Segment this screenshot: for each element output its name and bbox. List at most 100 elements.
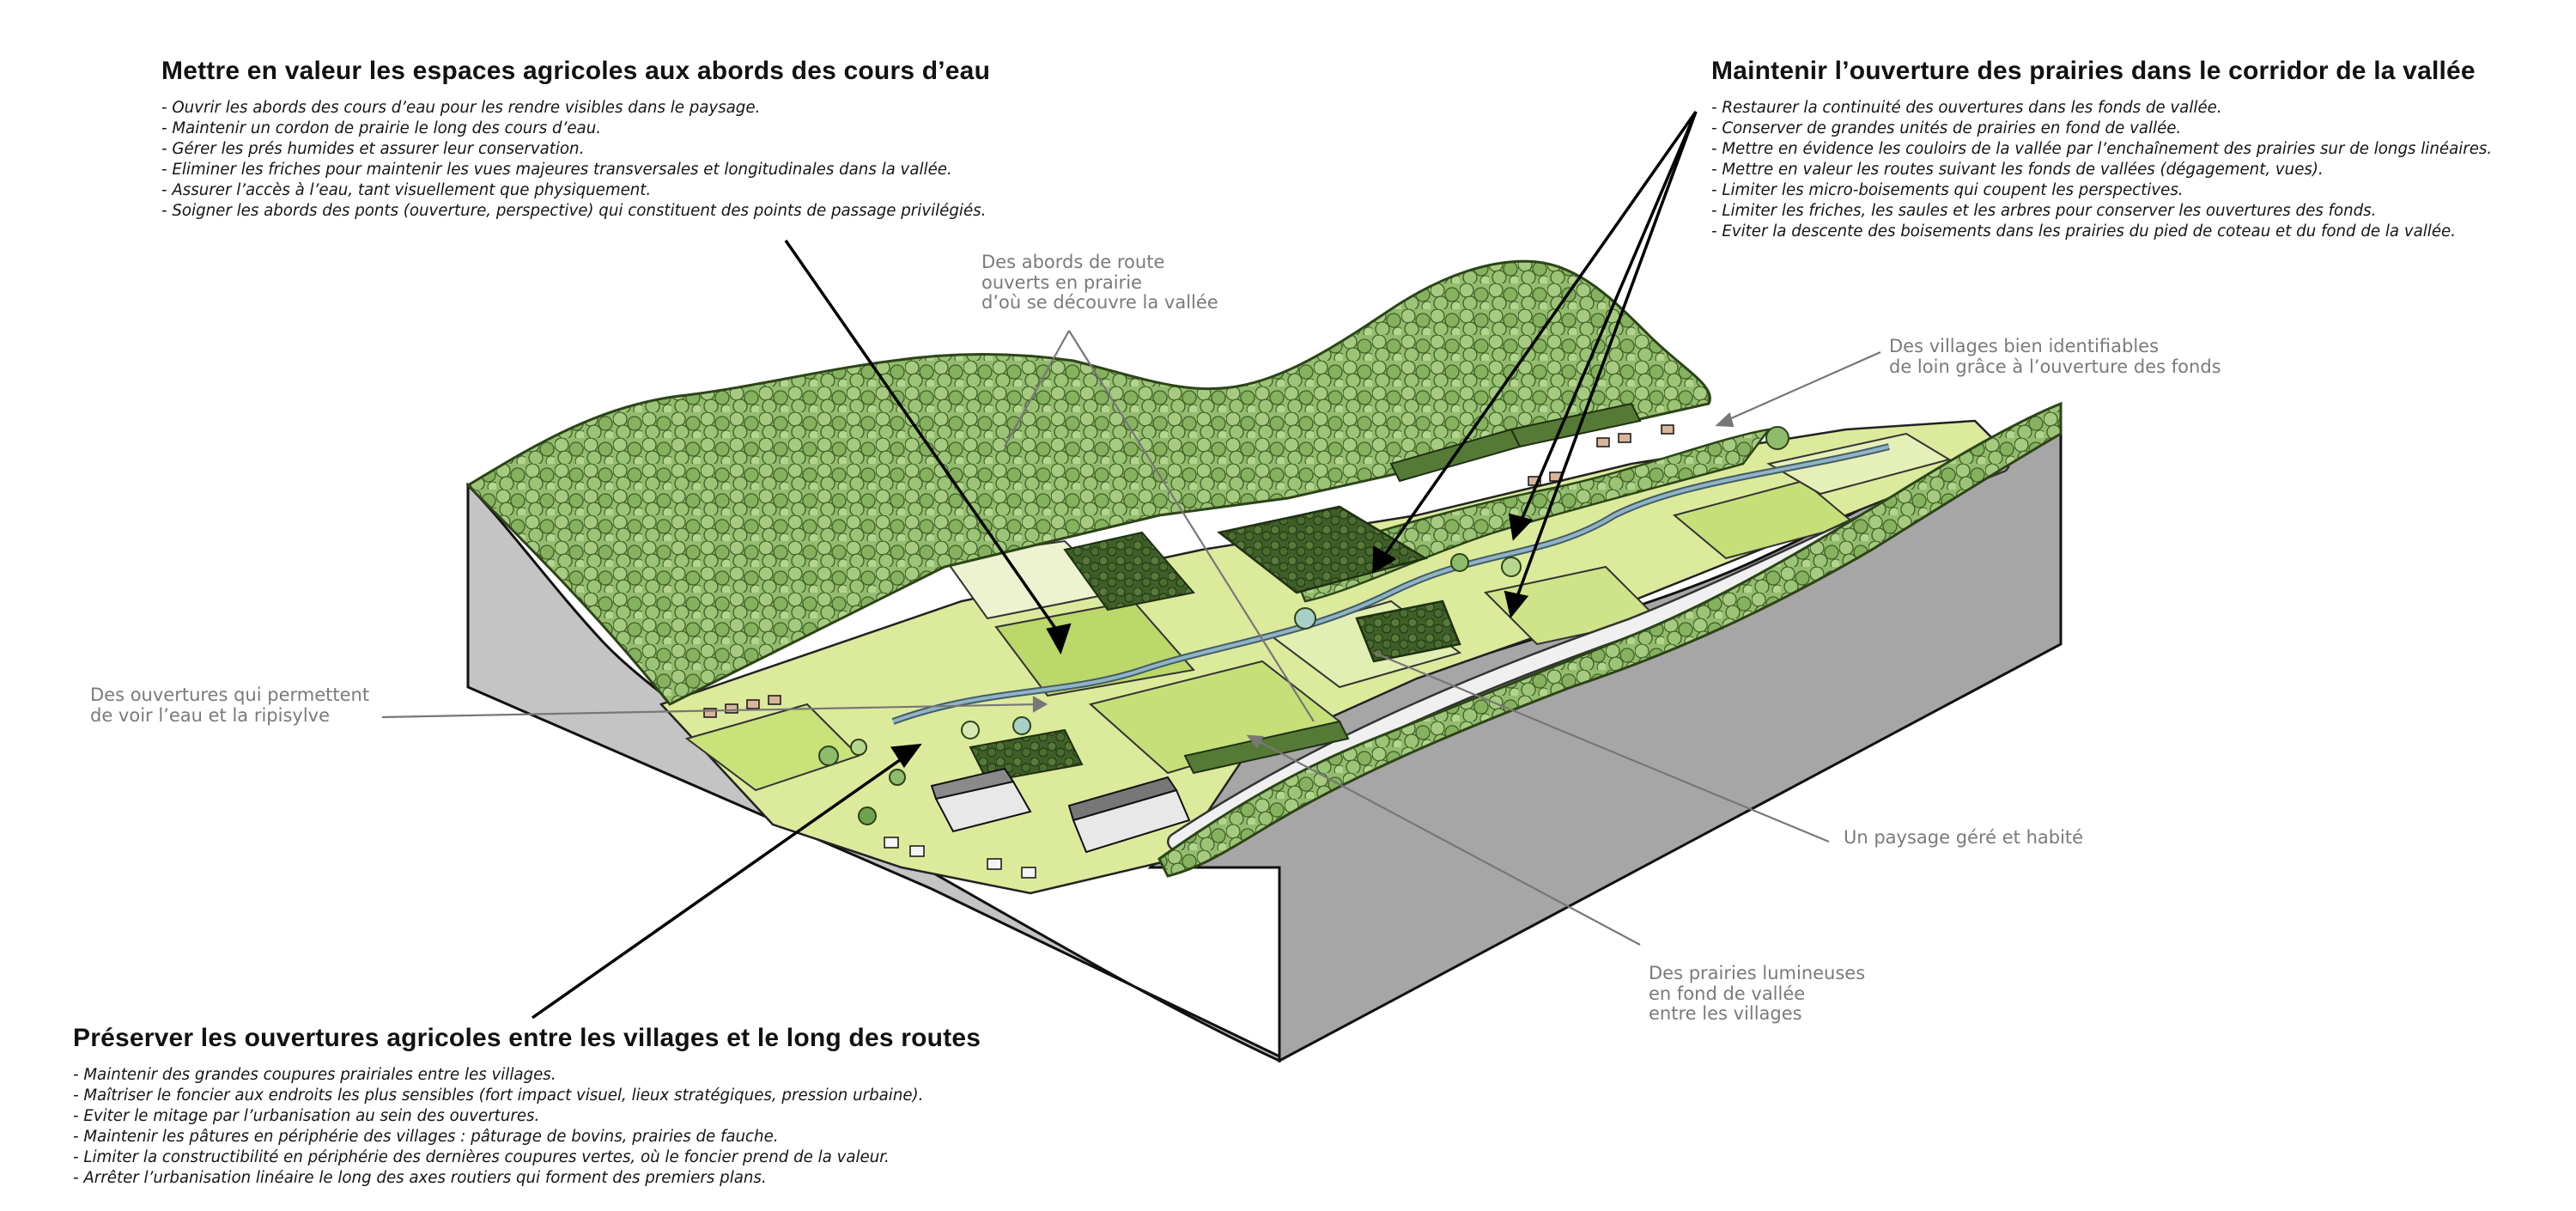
bullet-item: Mettre en évidence les couloirs de la va… bbox=[1711, 139, 2492, 160]
arrows-grey bbox=[381, 330, 1881, 946]
tree bbox=[818, 745, 839, 766]
bullet-item: Gérer les prés humides et assurer leur c… bbox=[161, 139, 990, 160]
arrow-head bbox=[1032, 696, 1048, 713]
arrows-black bbox=[531, 110, 1698, 1019]
woodlot bbox=[1355, 599, 1461, 663]
bullet-item: Maintenir un cordon de prairie le long d… bbox=[161, 119, 990, 139]
bullet-item: Maintenir des grandes coupures prairiale… bbox=[73, 1065, 981, 1086]
bullet-item: Maintenir les pâtures en périphérie des … bbox=[73, 1127, 981, 1147]
house bbox=[1661, 424, 1674, 435]
bullet-item: Soigner les abords des ponts (ouverture,… bbox=[161, 201, 990, 222]
arrow-line bbox=[1518, 111, 1698, 525]
arrow-line bbox=[531, 754, 908, 1019]
bullet-item: Mettre en valeur les routes suivant les … bbox=[1711, 160, 2492, 180]
house bbox=[1618, 433, 1631, 443]
tree bbox=[1501, 557, 1522, 577]
bullet-item: Ouvrir les abords des cours d’eau pour l… bbox=[161, 98, 990, 119]
arrow-head bbox=[1046, 623, 1072, 655]
river-water bbox=[892, 445, 1890, 723]
tree bbox=[858, 806, 877, 825]
hedge bbox=[1510, 402, 1642, 448]
annotation-route: Des abords de route ouverts en prairie d… bbox=[981, 252, 1218, 313]
arrow-head bbox=[1504, 590, 1529, 618]
bullet-item: Conserver de grandes unités de prairies … bbox=[1711, 119, 2492, 139]
tree bbox=[1294, 607, 1316, 630]
bullet-item: Restaurer la continuité des ouvertures d… bbox=[1711, 98, 2492, 119]
tree bbox=[1450, 553, 1469, 572]
annotation-line: Un paysage géré et habité bbox=[1844, 827, 2084, 848]
arrow-head bbox=[1372, 545, 1397, 575]
bullet-item: Assurer l’accès à l’eau, tant visuelleme… bbox=[161, 180, 990, 201]
arrow-line bbox=[1068, 330, 1315, 722]
bullet-item: Arrêter l’urbanisation linéaire le long … bbox=[73, 1168, 981, 1189]
annotation-line: d’où se découvre la vallée bbox=[981, 292, 1218, 313]
bullet-list: Maintenir des grandes coupures prairiale… bbox=[73, 1065, 981, 1189]
house bbox=[1021, 867, 1036, 879]
bullet-item: Limiter la constructibilité en périphéri… bbox=[73, 1147, 981, 1168]
bullet-item: Limiter les micro-boisements qui coupent… bbox=[1711, 180, 2492, 201]
bullet-list: Restaurer la continuité des ouvertures d… bbox=[1711, 98, 2492, 242]
house bbox=[909, 845, 925, 857]
hedge bbox=[1183, 720, 1350, 775]
bullet-item: Eviter le mitage par l’urbanisation au s… bbox=[73, 1106, 981, 1127]
bullet-item: Eliminer les friches pour maintenir les … bbox=[161, 160, 990, 180]
house bbox=[987, 858, 1002, 870]
bullet-item: Eviter la descente des boisements dans l… bbox=[1711, 222, 2492, 242]
arrow-line bbox=[1514, 111, 1698, 602]
house bbox=[725, 703, 738, 714]
annotation-eau: Des ouvertures qui permettent de voir l’… bbox=[90, 685, 369, 726]
farm-building-roof bbox=[1067, 776, 1178, 822]
annotation-villages: Des villages bien identifiables de loin … bbox=[1889, 336, 2221, 377]
house bbox=[746, 699, 760, 709]
text-block-top-left: Mettre en valeur les espaces agricoles a… bbox=[161, 57, 990, 222]
meadow-parcel bbox=[1766, 432, 1952, 496]
block-title: Préserver les ouvertures agricoles entre… bbox=[73, 1024, 981, 1052]
arrow-line bbox=[1381, 110, 1698, 560]
scattered-trees bbox=[818, 426, 1789, 825]
arrow-head bbox=[1246, 734, 1264, 750]
arrow-line bbox=[1253, 738, 1641, 946]
tree bbox=[961, 721, 980, 739]
bullet-item: Maîtriser le foncier aux endroits les pl… bbox=[73, 1086, 981, 1106]
annotation-line: entre les villages bbox=[1649, 1003, 1802, 1024]
tree bbox=[1012, 716, 1031, 735]
arrow-head bbox=[890, 743, 922, 769]
house bbox=[1596, 437, 1610, 447]
arrow-line bbox=[784, 240, 1062, 636]
house bbox=[1528, 476, 1541, 486]
arrow-line bbox=[1721, 350, 1881, 424]
arrow-head bbox=[1508, 513, 1534, 541]
arrow-line bbox=[381, 703, 1040, 719]
farm-building-roof bbox=[930, 767, 1015, 800]
house bbox=[768, 695, 781, 705]
house bbox=[884, 837, 899, 849]
annotation-line: Des abords de route bbox=[981, 252, 1165, 272]
forest-hillside-left bbox=[465, 259, 1711, 706]
arrow-line bbox=[1004, 330, 1070, 447]
annotation-line: Des prairies lumineuses bbox=[1649, 963, 1866, 983]
block-title: Maintenir l’ouverture des prairies dans … bbox=[1711, 57, 2476, 85]
woodlot bbox=[1063, 531, 1195, 612]
house bbox=[703, 708, 717, 718]
arrow-head bbox=[1715, 411, 1735, 428]
annotation-line: de loin grâce à l’ouverture des fonds bbox=[1889, 356, 2221, 377]
arrow-line bbox=[1373, 651, 1830, 843]
tree bbox=[850, 739, 867, 756]
bullet-item: Limiter les friches, les saules et les a… bbox=[1711, 201, 2492, 222]
annotation-paysage: Un paysage géré et habité bbox=[1844, 827, 2084, 849]
annotation-prairies: Des prairies lumineuses en fond de vallé… bbox=[1649, 963, 1866, 1025]
text-block-top-right: Maintenir l’ouverture des prairies dans … bbox=[1711, 57, 2492, 242]
annotation-line: Des ouvertures qui permettent bbox=[90, 685, 370, 705]
block-title: Mettre en valeur les espaces agricoles a… bbox=[161, 57, 991, 85]
tree bbox=[1765, 426, 1789, 450]
woodlot bbox=[969, 728, 1084, 783]
text-block-bottom-left: Préserver les ouvertures agricoles entre… bbox=[73, 1024, 981, 1189]
annotation-line: Des villages bien identifiables bbox=[1889, 336, 2160, 356]
tree bbox=[889, 769, 906, 786]
village-buildings bbox=[703, 424, 1674, 879]
annotation-line: de voir l’eau et la ripisylve bbox=[90, 704, 331, 726]
forest-hillside-right bbox=[1157, 401, 2063, 878]
annotation-line: en fond de vallée bbox=[1649, 983, 1806, 1004]
bullet-list: Ouvrir les abords des cours d’eau pour l… bbox=[161, 98, 990, 222]
